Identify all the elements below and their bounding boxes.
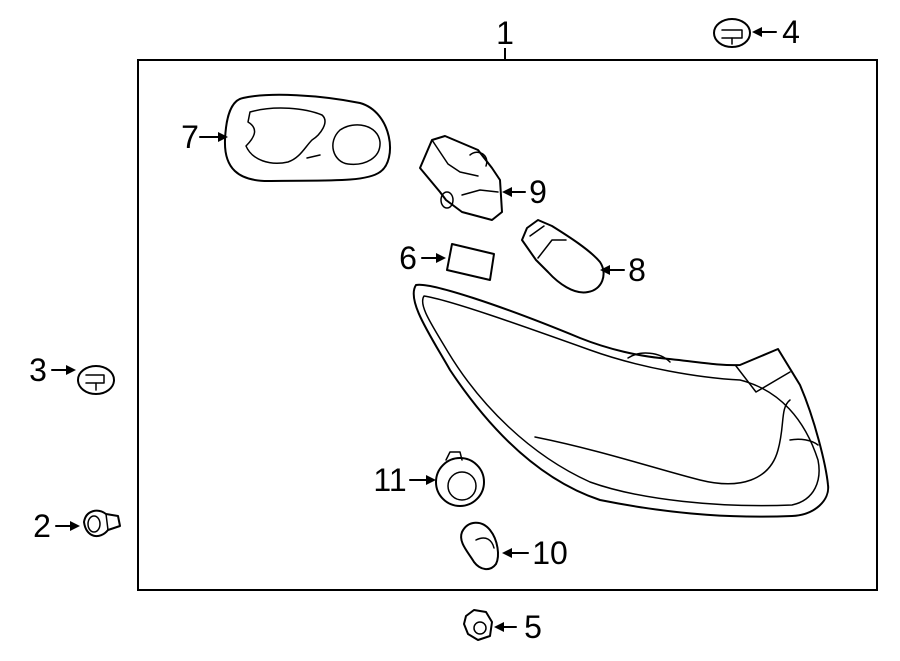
callout-11: 11 — [373, 462, 406, 498]
callout-6: 6 — [399, 240, 417, 276]
part-2-screw — [83, 509, 121, 538]
callout-4: 4 — [782, 14, 800, 50]
callout-5: 5 — [524, 609, 542, 645]
callout-3: 3 — [29, 352, 47, 388]
callout-10: 10 — [532, 535, 568, 571]
part-11-bulb-socket — [435, 451, 485, 507]
part-5-nut — [463, 609, 493, 641]
part-3-nut — [77, 365, 115, 395]
part-6-label — [446, 243, 495, 281]
part-10-bulb — [460, 521, 499, 570]
part-9-bulb-socket — [419, 135, 503, 221]
part-4-nut — [713, 18, 751, 48]
part-7-gasket — [223, 93, 392, 182]
callout-7: 7 — [181, 119, 199, 155]
callout-9: 9 — [529, 174, 547, 210]
part-8-bulb — [521, 219, 605, 294]
assembly-frame — [137, 59, 878, 591]
callout-2: 2 — [33, 508, 51, 544]
part-1-lamp-assembly — [412, 283, 830, 518]
callout-8: 8 — [628, 252, 646, 288]
callout-1: 1 — [496, 15, 514, 51]
